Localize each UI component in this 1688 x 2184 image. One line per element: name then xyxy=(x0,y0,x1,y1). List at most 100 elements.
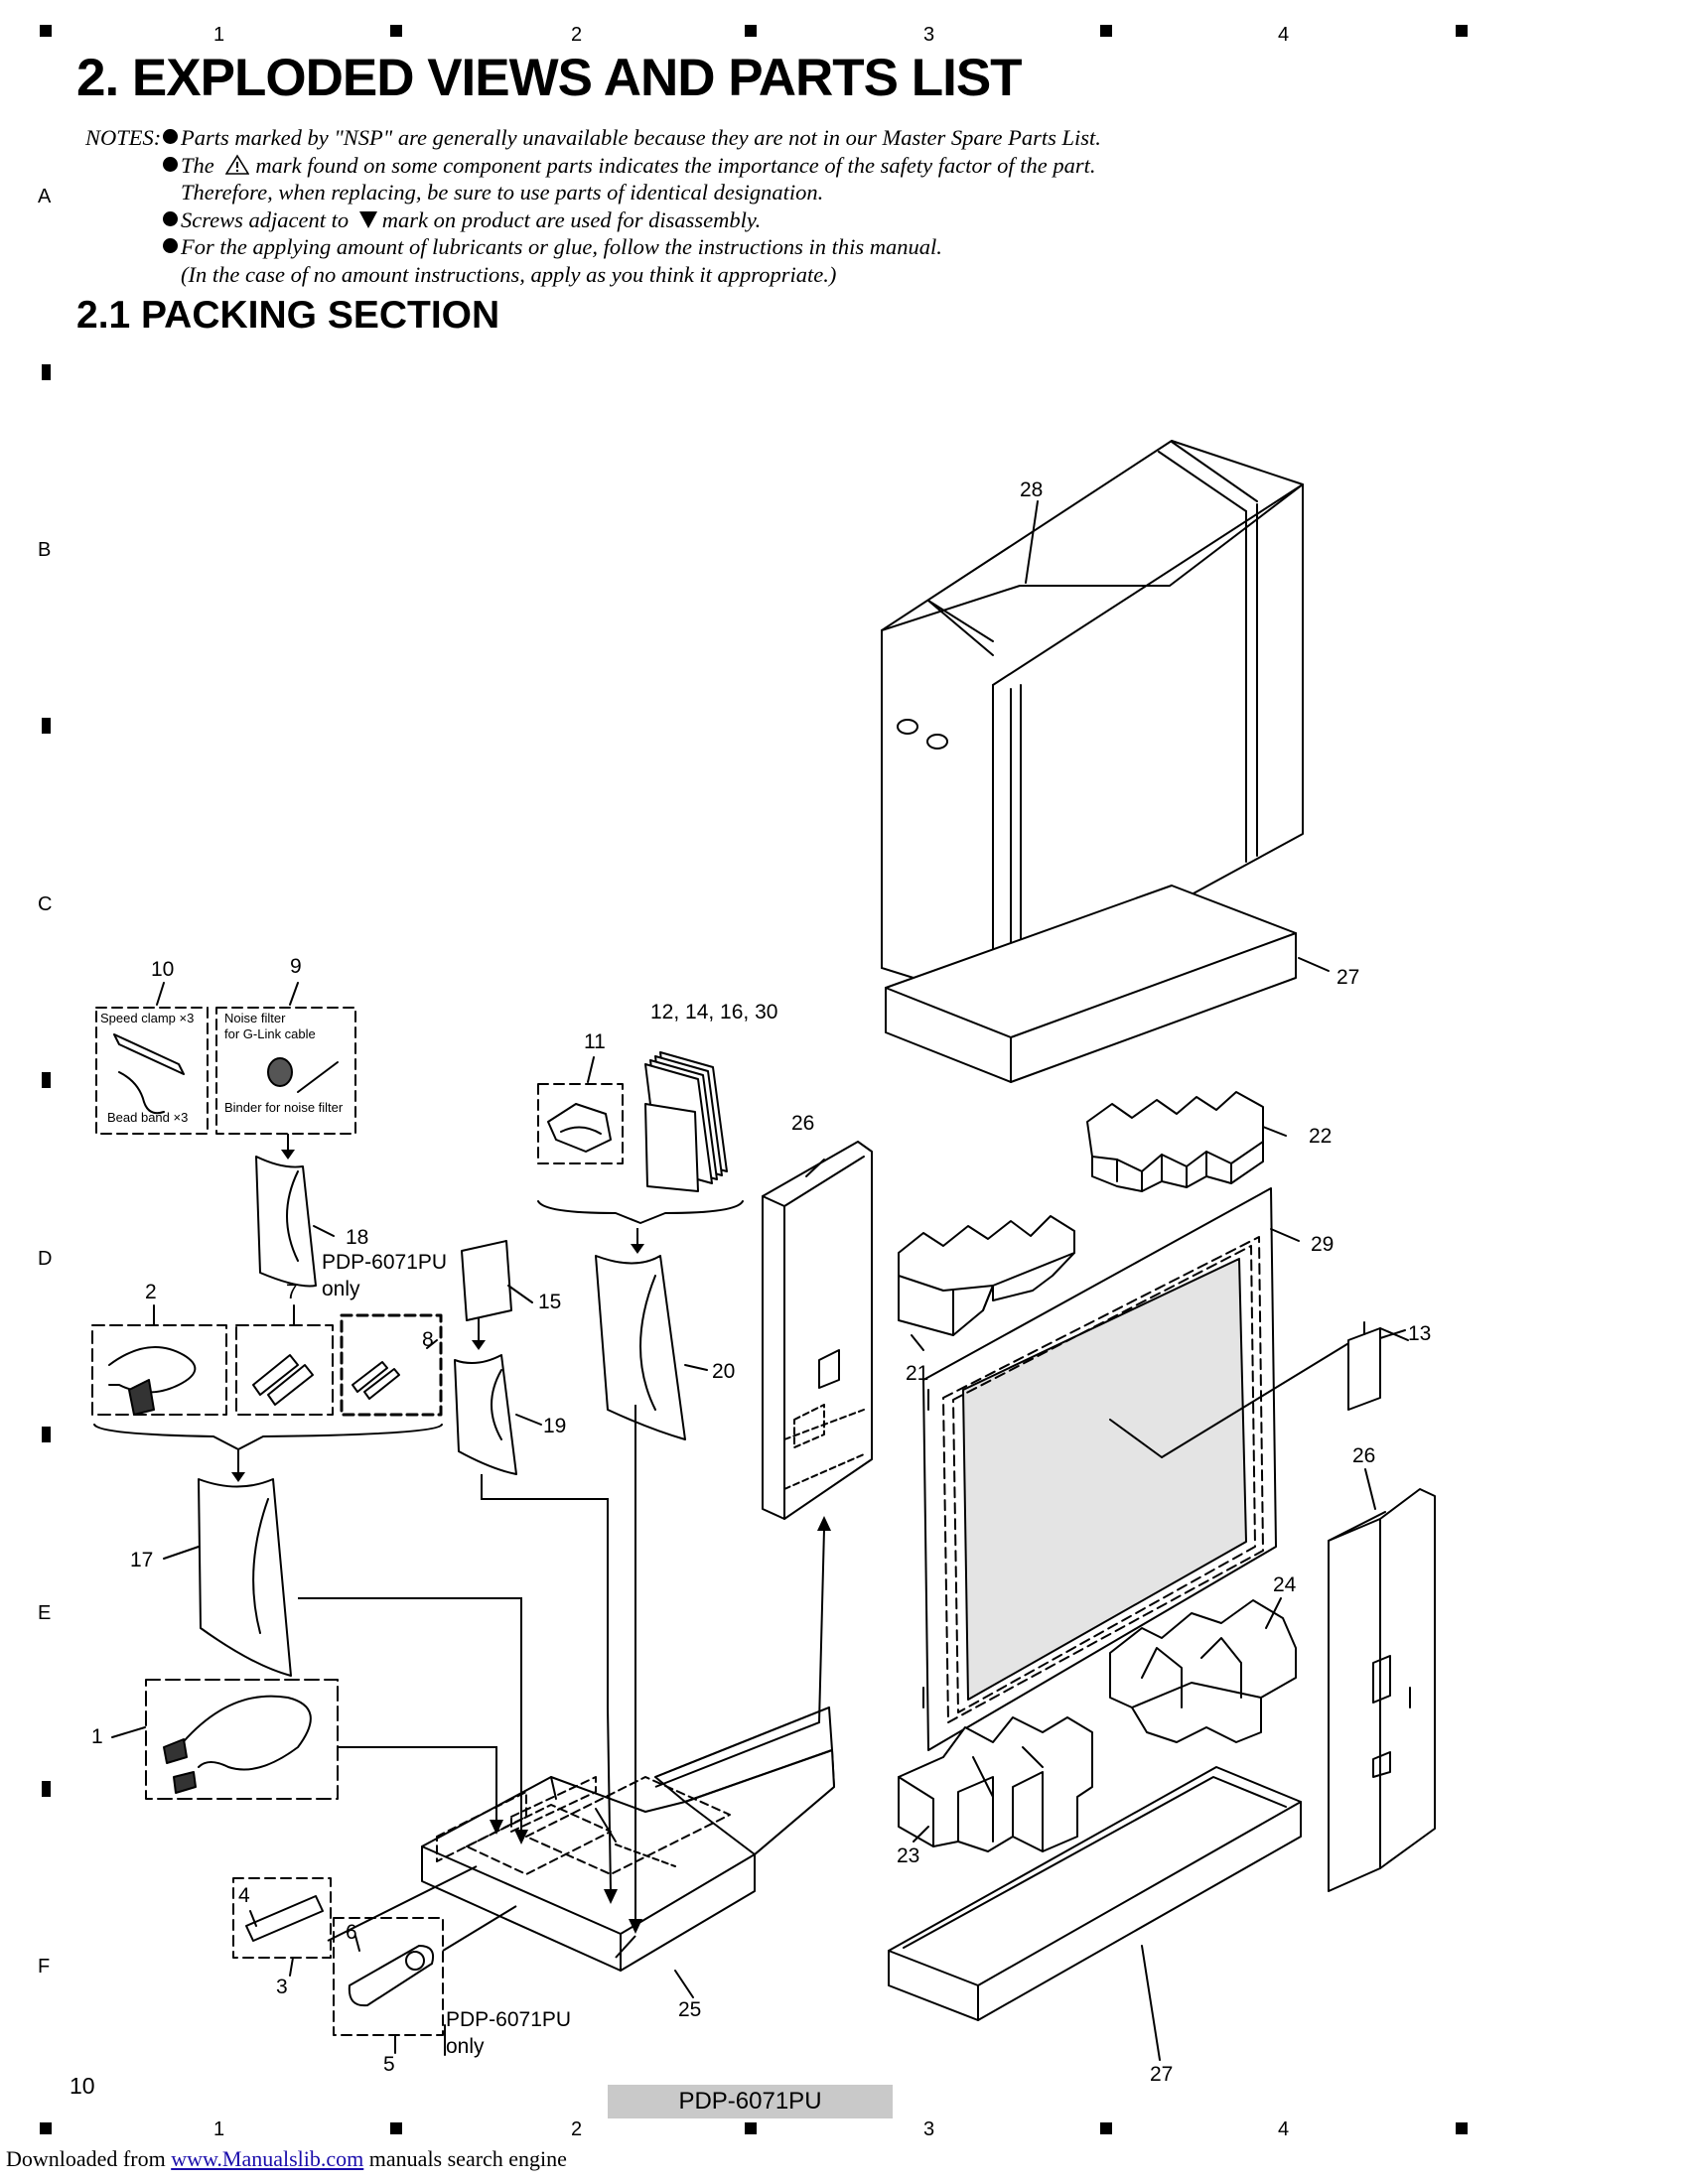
grid-marker xyxy=(42,718,51,734)
model-only-note: PDP-6071PU xyxy=(322,1251,448,1274)
column-label: 3 xyxy=(923,2118,935,2140)
bullet-icon xyxy=(163,238,178,253)
callout-29: 29 xyxy=(1311,1233,1335,1256)
grid-marker xyxy=(40,2122,52,2134)
callout-13: 13 xyxy=(1408,1322,1432,1345)
grid-marker xyxy=(390,2122,402,2134)
row-label: D xyxy=(38,1248,53,1270)
bead-band-label: Bead band ×3 xyxy=(107,1110,189,1125)
grid-marker xyxy=(42,1072,51,1088)
manuals-stack xyxy=(644,1051,728,1192)
callout-9: 9 xyxy=(290,955,302,978)
model-badge: PDP-6071PU xyxy=(608,2085,893,2118)
foam-21 xyxy=(898,1215,1075,1336)
foam-24 xyxy=(1109,1599,1297,1743)
grid-marker xyxy=(745,25,757,37)
column-label: 3 xyxy=(923,24,935,46)
grid-marker xyxy=(42,1781,51,1797)
callout-8: 8 xyxy=(422,1328,434,1351)
callout-28: 28 xyxy=(1020,478,1044,501)
manualslib-link[interactable]: www.Manualslib.com xyxy=(171,2146,364,2171)
sheet-15 xyxy=(461,1240,512,1321)
callout-27: 27 xyxy=(1336,966,1360,989)
tag-13 xyxy=(1347,1321,1409,1411)
grid-marker xyxy=(1456,25,1468,37)
bag-18 xyxy=(255,1156,317,1288)
row-label: A xyxy=(38,186,52,207)
callout-22: 22 xyxy=(1309,1125,1333,1148)
note-item: The mark found on some component parts i… xyxy=(163,152,1096,180)
callout-7: 7 xyxy=(286,1281,298,1303)
footer: Downloaded from www.Manualslib.com manua… xyxy=(6,2146,567,2171)
side-26-left xyxy=(762,1141,873,1520)
grid-marker xyxy=(1100,2122,1112,2134)
callout-18: 18 xyxy=(346,1226,369,1249)
callout-5: 5 xyxy=(383,2053,395,2076)
notes-label: NOTES: xyxy=(85,125,162,150)
callout-24: 24 xyxy=(1273,1573,1297,1596)
bag-17 xyxy=(198,1478,292,1677)
callout-15: 15 xyxy=(538,1291,562,1313)
column-label: 2 xyxy=(571,2118,583,2140)
down-triangle-icon xyxy=(358,210,377,228)
note-item: For the applying amount of lubricants or… xyxy=(163,233,942,261)
tray-27-bottom xyxy=(888,1766,1302,2021)
speed-clamp-label: Speed clamp ×3 xyxy=(100,1011,195,1025)
callout-21: 21 xyxy=(906,1362,929,1385)
column-label: 1 xyxy=(213,24,225,46)
page-number: 10 xyxy=(70,2073,95,2099)
grid-marker xyxy=(40,25,52,37)
item-7-box xyxy=(235,1324,334,1416)
tray-27-top xyxy=(885,885,1297,1083)
panel-29 xyxy=(922,1187,1351,1751)
row-label: C xyxy=(38,893,53,915)
item-2-box xyxy=(91,1324,227,1416)
page-title: 2. EXPLODED VIEWS AND PARTS LIST xyxy=(76,49,1023,107)
row-label: E xyxy=(38,1602,52,1624)
bullet-icon xyxy=(163,210,178,226)
column-label: 4 xyxy=(1278,2118,1290,2140)
row-label: F xyxy=(38,1956,51,1978)
grid-marker xyxy=(42,1427,51,1442)
accessory-box-25 xyxy=(421,1706,835,1972)
note-item: (In the case of no amount instructions, … xyxy=(181,261,837,287)
bag-19 xyxy=(454,1354,517,1475)
note-item: Screws adjacent to mark on product are u… xyxy=(163,206,761,234)
model-only-note: PDP-6071PU xyxy=(446,2008,572,2031)
noise-filter-label: Noise filter xyxy=(224,1011,286,1025)
callout-26: 26 xyxy=(791,1112,815,1135)
note-item: Therefore, when replacing, be sure to us… xyxy=(181,180,824,205)
carton-28 xyxy=(881,440,1304,1004)
callout-10: 10 xyxy=(151,958,175,981)
callout-12-14-16-30: 12, 14, 16, 30 xyxy=(650,1001,778,1024)
callout-2: 2 xyxy=(145,1281,157,1303)
item-1-box xyxy=(145,1679,339,1800)
note-item: Parts marked by "NSP" are generally unav… xyxy=(163,124,1101,152)
column-label: 4 xyxy=(1278,24,1290,46)
callout-11: 11 xyxy=(584,1030,606,1053)
row-label: B xyxy=(38,539,52,561)
callout-3: 3 xyxy=(276,1976,288,1998)
column-label: 2 xyxy=(571,24,583,46)
foam-22 xyxy=(1086,1091,1264,1192)
bullet-icon xyxy=(163,156,178,172)
foam-23 xyxy=(898,1716,1093,1852)
callout-27: 27 xyxy=(1150,2063,1174,2086)
item-11-box xyxy=(537,1083,624,1164)
callout-26: 26 xyxy=(1352,1444,1376,1467)
column-label: 1 xyxy=(213,2118,225,2140)
warning-triangle-icon xyxy=(225,153,250,175)
callout-1: 1 xyxy=(91,1725,103,1748)
callout-19: 19 xyxy=(543,1415,567,1437)
side-26-right xyxy=(1328,1488,1436,1892)
bullet-icon xyxy=(163,129,178,144)
grid-marker xyxy=(390,25,402,37)
callout-20: 20 xyxy=(712,1360,736,1383)
callout-4: 4 xyxy=(238,1884,250,1907)
callout-17: 17 xyxy=(130,1549,154,1571)
model-only-note: only xyxy=(446,2035,485,2058)
section-title: 2.1 PACKING SECTION xyxy=(76,294,500,337)
callout-25: 25 xyxy=(678,1998,702,2021)
model-only-note: only xyxy=(322,1278,360,1300)
grid-marker xyxy=(42,364,51,380)
